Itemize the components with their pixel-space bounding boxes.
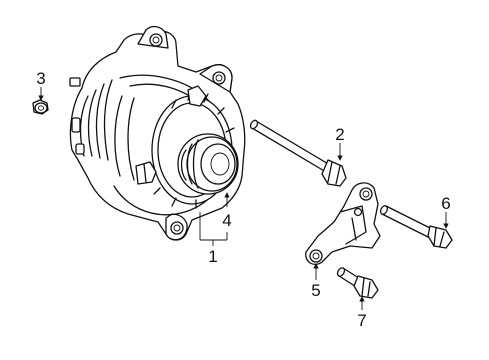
leader-lines <box>38 87 449 310</box>
bracket-part-5 <box>305 182 381 266</box>
callout-3: 3 <box>36 69 45 88</box>
long-bolt-part-2 <box>249 119 347 187</box>
callout-5: 5 <box>311 281 320 300</box>
mount-hole-icon <box>149 33 163 47</box>
alternator <box>69 25 246 241</box>
terminal-stud-icon <box>69 77 81 87</box>
callout-6: 6 <box>441 194 450 213</box>
nut-part-3 <box>32 99 49 115</box>
pulley-face <box>200 143 236 185</box>
callout-2: 2 <box>335 125 344 144</box>
short-bolt-part-7 <box>336 267 379 299</box>
bolt-part-6 <box>379 205 453 249</box>
callout-7: 7 <box>357 311 366 330</box>
callout-1: 1 <box>208 247 217 266</box>
callout-4: 4 <box>222 211 231 230</box>
